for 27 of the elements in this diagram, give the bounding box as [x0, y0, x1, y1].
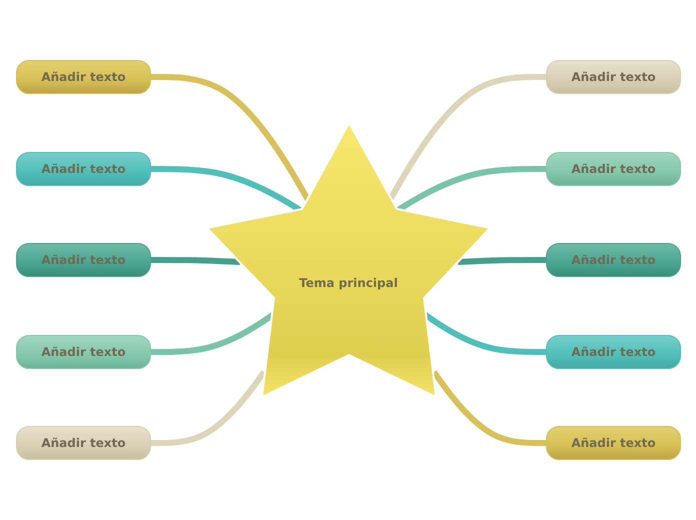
topic-text: Añadir texto: [41, 253, 126, 267]
topic-pill: [546, 335, 681, 369]
topic-pill: [16, 243, 151, 277]
topic-pill: [16, 335, 151, 369]
topic-text: Añadir texto: [571, 253, 656, 267]
connector-line: [151, 74, 311, 202]
topic-pill: [546, 60, 681, 94]
topic-text: Añadir texto: [571, 70, 656, 84]
topic-pill: [546, 243, 681, 277]
topic-text: Añadir texto: [41, 436, 126, 450]
connector-line: [151, 257, 240, 265]
connector-line: [432, 370, 546, 446]
topic-pill: [546, 426, 681, 460]
topic-text: Añadir texto: [41, 345, 126, 359]
topic-text: Añadir texto: [41, 70, 126, 84]
connector-line: [151, 370, 266, 446]
topic-text: Añadir texto: [571, 162, 656, 176]
topic-text: Añadir texto: [571, 345, 656, 359]
main-topic-text: Tema principal: [299, 276, 398, 290]
topic-pill: [16, 60, 151, 94]
topic-pill: [16, 152, 151, 186]
topic-text: Añadir texto: [571, 436, 656, 450]
connector-line: [458, 257, 546, 265]
topic-pill: [16, 426, 151, 460]
connector-line: [387, 74, 546, 202]
topic-text: Añadir texto: [41, 162, 126, 176]
topic-pill: [546, 152, 681, 186]
